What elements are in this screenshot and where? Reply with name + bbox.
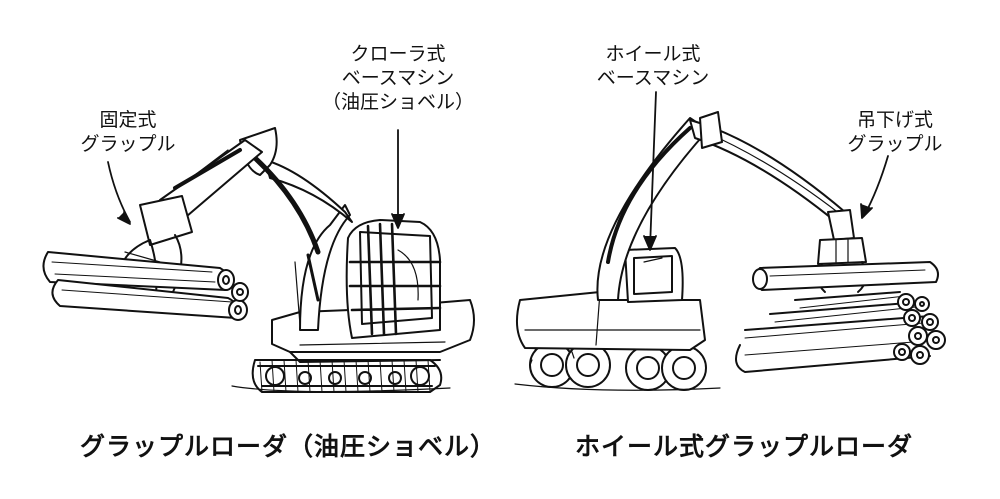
crawler-excavator-drawing <box>42 127 475 393</box>
log-pile <box>735 291 946 373</box>
label-crawler-base: クローラ式 ベースマシン （油圧ショベル） <box>318 42 478 114</box>
label-hanging-grapple-line2: グラップル <box>847 133 943 155</box>
hanging-log <box>752 261 939 291</box>
arrow-fixed-grapple <box>107 161 131 223</box>
crawler-boom <box>239 127 353 331</box>
arrow-wheel-base <box>649 91 657 249</box>
wheel-loader-drawing <box>514 111 946 391</box>
label-hanging-grapple: 吊下げ式 グラップル <box>835 108 955 156</box>
label-crawler-base-line2: ベースマシン <box>341 67 455 89</box>
label-fixed-grapple-line1: 固定式 <box>99 109 157 131</box>
label-crawler-base-line1: クローラ式 <box>350 43 446 65</box>
crawler-cab <box>345 219 442 339</box>
label-wheel-base: ホイール式 ベースマシン <box>578 42 728 90</box>
label-wheel-base-line2: ベースマシン <box>596 67 710 89</box>
held-logs-left <box>42 251 249 321</box>
crawler-track <box>231 359 451 393</box>
loader-wheels <box>514 342 721 391</box>
label-hanging-grapple-line1: 吊下げ式 <box>856 109 933 131</box>
caption-right: ホイール式グラップルローダ <box>575 432 914 461</box>
label-wheel-base-line1: ホイール式 <box>605 43 701 65</box>
loader-cab <box>624 247 684 303</box>
callout-arrows <box>107 91 889 251</box>
label-fixed-grapple-line2: グラップル <box>80 133 176 155</box>
caption-left: グラップルローダ（油圧ショベル） <box>80 432 497 461</box>
label-crawler-base-line3: （油圧ショベル） <box>321 91 474 113</box>
label-fixed-grapple: 固定式 グラップル <box>68 108 188 156</box>
